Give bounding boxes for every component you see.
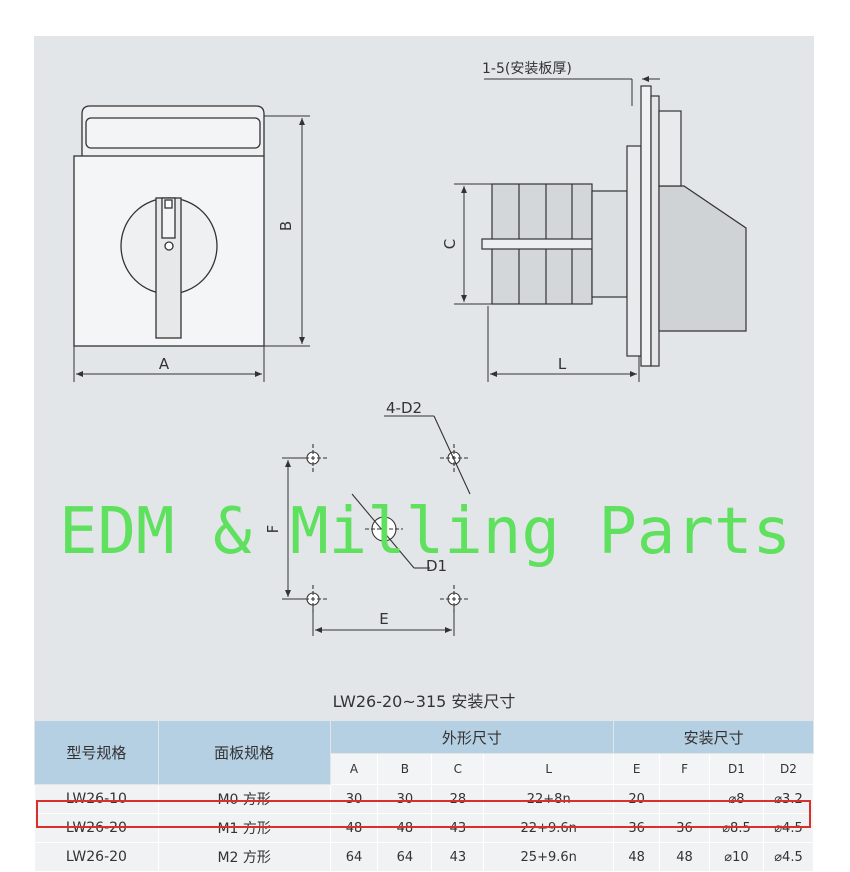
spec-table: 型号规格 面板规格 外形尺寸 安装尺寸 A B C L E F D1 D2 LW… xyxy=(34,720,815,872)
cell-d2: ⌀3.2 xyxy=(762,784,815,814)
subheader-l: L xyxy=(483,753,615,785)
label-a: A xyxy=(159,355,170,373)
cell-a: 48 xyxy=(329,813,379,843)
subheader-d2: D2 xyxy=(762,753,815,785)
dimension-a xyxy=(73,346,265,382)
cell-model: LW26-10 xyxy=(34,784,159,814)
cell-l: 22+9.6n xyxy=(483,813,615,843)
drawing-sheet: A B xyxy=(34,36,815,872)
table-row: LW26-10 M0 方形 30 30 28 22+8n 20 ⌀8 ⌀3.2 xyxy=(34,784,815,814)
cell-panel: M2 方形 xyxy=(157,842,331,872)
label-c: C xyxy=(441,239,459,249)
subheader-e: E xyxy=(613,753,661,785)
cell-d2: ⌀4.5 xyxy=(762,813,815,843)
label-d1: D1 xyxy=(426,557,447,575)
cell-d2: ⌀4.5 xyxy=(762,842,815,872)
dimension-b xyxy=(264,115,310,347)
subheader-d1: D1 xyxy=(709,753,764,785)
header-outline: 外形尺寸 xyxy=(329,720,615,754)
dimension-c xyxy=(454,183,492,305)
cell-d1: ⌀8 xyxy=(709,784,764,814)
table-row: LW26-20 M1 方形 48 48 43 22+9.6n 36 36 ⌀8.… xyxy=(34,813,815,843)
hole-pattern xyxy=(299,415,471,613)
cell-model: LW26-20 xyxy=(34,813,159,843)
label-d2: 4-D2 xyxy=(386,399,422,417)
dimension-e xyxy=(312,606,455,636)
label-l: L xyxy=(558,355,567,373)
header-model: 型号规格 xyxy=(34,720,159,785)
dimension-f xyxy=(282,457,306,600)
cell-a: 30 xyxy=(329,784,379,814)
side-view xyxy=(481,85,747,367)
cell-l: 25+9.6n xyxy=(483,842,615,872)
cell-e: 36 xyxy=(613,813,661,843)
cell-e: 20 xyxy=(613,784,661,814)
cell-panel: M1 方形 xyxy=(157,813,331,843)
front-view xyxy=(73,105,265,347)
cell-c: 28 xyxy=(431,784,485,814)
cell-b: 48 xyxy=(377,813,433,843)
subheader-a: A xyxy=(329,753,379,785)
label-thickness: 1-5(安装板厚) xyxy=(482,61,572,77)
cell-b: 30 xyxy=(377,784,433,814)
technical-drawing: A B xyxy=(73,61,747,636)
cell-c: 43 xyxy=(431,842,485,872)
label-b: B xyxy=(277,221,295,231)
dimension-l xyxy=(487,306,640,382)
cell-a: 64 xyxy=(329,842,379,872)
cell-f xyxy=(659,784,711,814)
label-f: F xyxy=(264,525,282,534)
header-mounting: 安装尺寸 xyxy=(613,720,814,754)
cell-panel: M0 方形 xyxy=(157,784,331,814)
cell-c: 43 xyxy=(431,813,485,843)
cell-d1: ⌀10 xyxy=(709,842,764,872)
watermark-text: EDM & Milling Parts xyxy=(58,495,792,569)
subheader-c: C xyxy=(431,753,485,785)
cell-d1: ⌀8.5 xyxy=(709,813,764,843)
cell-b: 64 xyxy=(377,842,433,872)
table-row-highlighted: LW26-20 M2 方形 64 64 43 25+9.6n 48 48 ⌀10… xyxy=(34,842,815,872)
diagram-caption: LW26-20~315 安装尺寸 xyxy=(332,692,516,711)
cell-model: LW26-20 xyxy=(34,842,159,872)
cell-l: 22+8n xyxy=(483,784,615,814)
cell-e: 48 xyxy=(613,842,661,872)
subheader-f: F xyxy=(659,753,711,785)
cell-f: 36 xyxy=(659,813,711,843)
subheader-b: B xyxy=(377,753,433,785)
label-e: E xyxy=(379,610,388,628)
header-panel: 面板规格 xyxy=(157,720,331,785)
thickness-leader xyxy=(484,76,660,106)
cell-f: 48 xyxy=(659,842,711,872)
